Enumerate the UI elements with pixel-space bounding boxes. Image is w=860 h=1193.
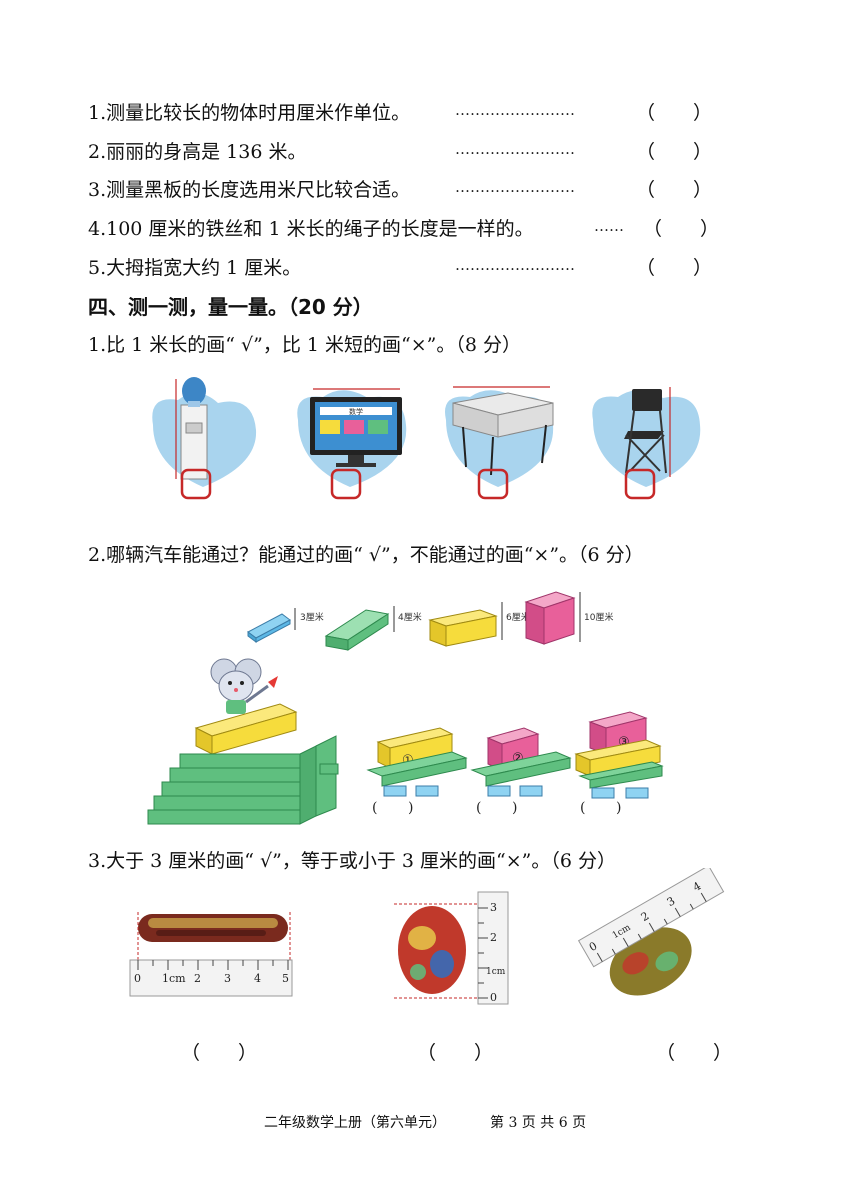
ruler2-tick-2: 2 — [490, 931, 497, 944]
stone-2-with-ruler: 0 1cm 2 3 — [394, 891, 509, 1005]
car-label-3: ③ — [618, 735, 630, 750]
leader-dots-1: …………………… — [455, 101, 575, 119]
judgement-item-5: 5.大拇指宽大约 1 厘米。 — [88, 257, 302, 279]
ruler1-tick-2: 2 — [194, 972, 201, 985]
monitor-screen-label: 数学 — [349, 407, 363, 416]
car-1-answer-paren-close: ) — [408, 800, 413, 816]
answer-box-1[interactable] — [180, 468, 212, 500]
judgement-item-1: 1.测量比较长的物体时用厘米作单位。 — [88, 102, 411, 124]
reference-blocks: 3厘米 4厘米 6厘米 10厘米 — [247, 591, 613, 651]
ruler1-tick-5: 5 — [282, 972, 289, 985]
table-picture — [445, 386, 554, 487]
car-3-answer-paren-close: ) — [616, 800, 621, 816]
stairs-with-gate — [147, 703, 339, 825]
car-label-1: ① — [402, 753, 414, 768]
monitor-picture: 数学 — [297, 388, 407, 487]
dim-label-4: 10厘米 — [584, 611, 613, 623]
answer-box-3[interactable] — [477, 468, 509, 500]
question-2-text: 2.哪辆汽车能通过？能通过的画“ √”，不能通过的画“×”。（6 分） — [88, 544, 644, 566]
dim-label-3: 6厘米 — [506, 611, 530, 623]
leader-dots-5: …………………… — [455, 256, 575, 274]
ruler1-tick-3: 3 — [224, 972, 231, 985]
car-2-answer-paren[interactable]: ( — [476, 800, 481, 816]
answer-paren-4[interactable]: （ ） — [643, 218, 720, 240]
ruler1-tick-0: 0 — [134, 972, 141, 985]
stone-1-with-ruler: 0 1cm 2 3 4 5 — [129, 912, 293, 997]
q2-illustration: 3厘米 4厘米 6厘米 10厘米 — [147, 591, 664, 825]
footer-page-number: 第 3 页 共 6 页 — [490, 1115, 587, 1131]
car-3-answer-paren[interactable]: ( — [580, 800, 585, 816]
dim-label-1: 3厘米 — [300, 611, 324, 623]
question-1-text: 1.比 1 米长的画“ √”，比 1 米短的画“×”。（8 分） — [88, 334, 522, 356]
leader-dots-2: …………………… — [455, 140, 575, 158]
stone-2-answer[interactable]: （ ） — [417, 1042, 494, 1064]
answer-box-4[interactable] — [624, 468, 656, 500]
judgement-item-3: 3.测量黑板的长度选用米尺比较合适。 — [88, 179, 411, 201]
dim-label-2: 4厘米 — [398, 611, 422, 623]
q1-illustrations: 数学 — [152, 377, 701, 500]
judgement-item-4: 4.100 厘米的铁丝和 1 米长的绳子的长度是一样的。 — [88, 218, 534, 240]
chair-picture — [592, 387, 701, 487]
answer-paren-5[interactable]: （ ） — [636, 257, 713, 279]
car-2: ② ( ) — [470, 727, 572, 816]
answer-box-2[interactable] — [330, 468, 362, 500]
section-heading: 四、测一测，量一量。（20 分） — [88, 295, 373, 319]
water-dispenser-picture — [152, 377, 257, 487]
car-3: ③ ( ) — [574, 711, 664, 816]
stone-3-with-ruler: 0 1cm 2 3 4 — [577, 868, 725, 996]
leader-dots-4: …… — [594, 217, 624, 235]
q3-illustrations: 0 1cm 2 3 4 5 0 1cm 2 3 — [129, 868, 725, 1005]
ruler2-tick-1: 1cm — [486, 967, 506, 977]
answer-paren-2[interactable]: （ ） — [636, 141, 713, 163]
mouse-character — [210, 658, 278, 714]
leader-dots-3: …………………… — [455, 178, 575, 196]
question-3-text: 3.大于 3 厘米的画“ √”，等于或小于 3 厘米的画“×”。（6 分） — [88, 850, 617, 872]
stone-3-answer[interactable]: （ ） — [656, 1042, 733, 1064]
car-label-2: ② — [512, 751, 524, 766]
car-1: ① ( ) — [366, 727, 468, 816]
answer-paren-1[interactable]: （ ） — [636, 102, 713, 124]
stone-1-answer[interactable]: （ ） — [181, 1042, 258, 1064]
answer-paren-3[interactable]: （ ） — [636, 179, 713, 201]
car-2-answer-paren-close: ) — [512, 800, 517, 816]
ruler2-tick-3: 3 — [490, 901, 497, 914]
judgement-item-2: 2.丽丽的身高是 136 米。 — [88, 141, 307, 163]
ruler2-tick-0: 0 — [490, 991, 497, 1004]
ruler1-tick-4: 4 — [254, 972, 261, 985]
car-1-answer-paren[interactable]: ( — [372, 800, 377, 816]
footer-book-title: 二年级数学上册（第六单元） — [264, 1115, 446, 1131]
ruler1-tick-1: 1cm — [162, 972, 186, 985]
